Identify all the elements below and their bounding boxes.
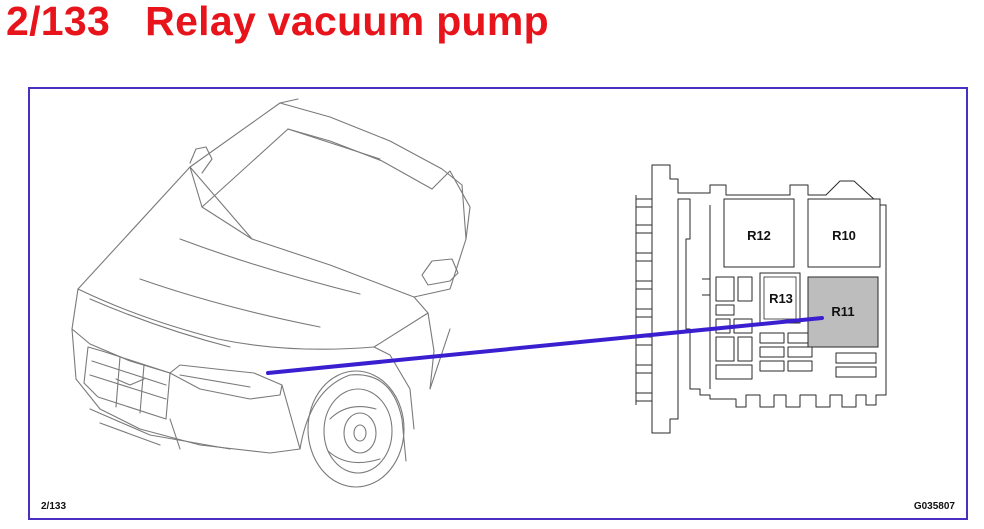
page-title: 2/133 Relay vacuum pump xyxy=(6,0,550,44)
relay-r13-label: R13 xyxy=(769,291,793,306)
figure-code-left: 2/133 xyxy=(41,501,67,512)
relay-r12: R12 xyxy=(723,198,795,268)
diagram-canvas: R12 R10 R13 R11 xyxy=(71,98,887,488)
car-illustration xyxy=(71,98,471,488)
relay-r11: R11 xyxy=(807,276,879,348)
relay-r10: R10 xyxy=(807,198,881,268)
relay-r10-label: R10 xyxy=(832,228,856,243)
relay-r13: R13 xyxy=(759,272,801,324)
pointer-line xyxy=(266,316,824,375)
relay-r11-label: R11 xyxy=(831,304,854,319)
relay-r12-label: R12 xyxy=(747,228,771,243)
figure-code-right: G035807 xyxy=(913,501,955,512)
diagram-frame: R12 R10 R13 R11 2/133 G035807 xyxy=(28,87,968,520)
